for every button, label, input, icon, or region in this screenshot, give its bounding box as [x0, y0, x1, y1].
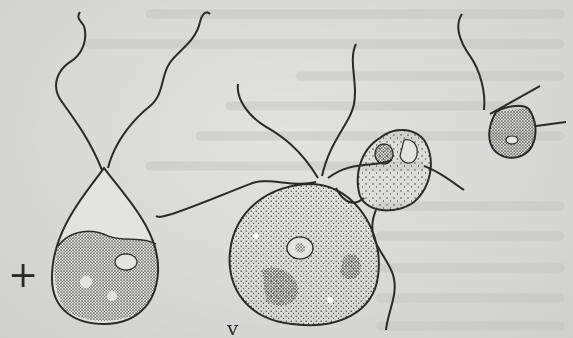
left-cell	[52, 12, 210, 324]
v-label: v	[227, 318, 238, 338]
plus-label: +	[8, 258, 38, 294]
right-cell	[458, 14, 566, 158]
center-cell	[156, 44, 392, 325]
